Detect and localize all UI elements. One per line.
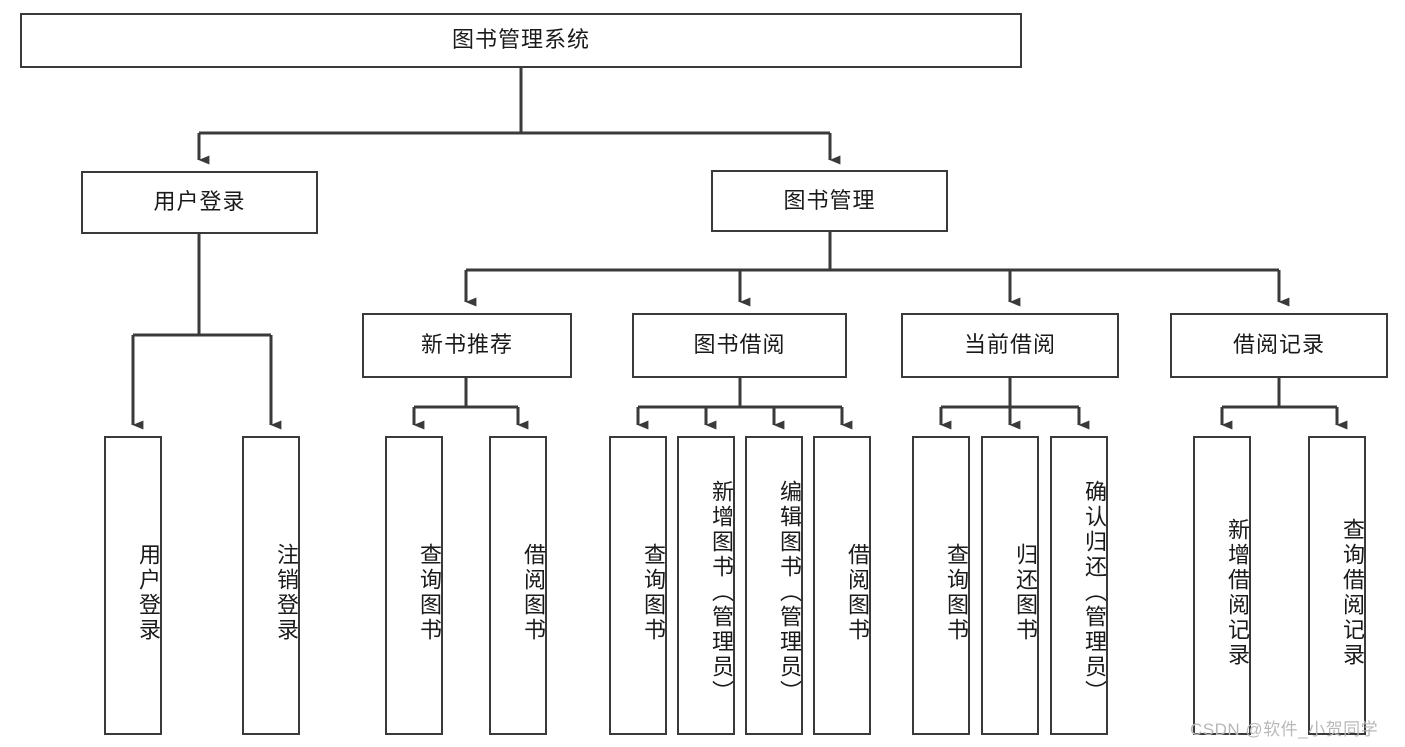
node-leaf-confirm-return-label: 确认归还（管理员）	[1082, 480, 1107, 705]
node-root-label: 图书管理系统	[451, 27, 590, 53]
node-leaf-borrow-book-1-label: 借阅图书	[521, 542, 546, 643]
node-current-borrow[interactable]: 当前借阅	[901, 313, 1119, 378]
node-leaf-user-login-label: 用户登录	[136, 542, 161, 643]
node-book-management-label: 图书管理	[783, 187, 876, 213]
node-leaf-return-book[interactable]: 归还图书	[981, 436, 1039, 735]
node-leaf-edit-book[interactable]: 编辑图书（管理员）	[745, 436, 803, 735]
node-user-login[interactable]: 用户登录	[81, 171, 318, 234]
node-leaf-query-book-1[interactable]: 查询图书	[385, 436, 443, 735]
node-leaf-query-book-1-label: 查询图书	[417, 542, 442, 643]
node-leaf-user-logout-label: 注销登录	[274, 542, 299, 643]
node-leaf-query-record[interactable]: 查询借阅记录	[1308, 436, 1366, 735]
node-leaf-query-book-3[interactable]: 查询图书	[912, 436, 970, 735]
node-current-borrow-label: 当前借阅	[963, 332, 1056, 358]
node-leaf-add-record-label: 新增借阅记录	[1225, 517, 1250, 668]
node-new-book-recommend-label: 新书推荐	[420, 332, 513, 358]
node-root[interactable]: 图书管理系统	[20, 13, 1022, 68]
node-leaf-add-record[interactable]: 新增借阅记录	[1193, 436, 1251, 735]
node-leaf-query-book-3-label: 查询图书	[944, 542, 969, 643]
node-leaf-borrow-book-2[interactable]: 借阅图书	[813, 436, 871, 735]
node-book-management[interactable]: 图书管理	[711, 170, 948, 232]
node-leaf-query-record-label: 查询借阅记录	[1340, 517, 1365, 668]
node-leaf-query-book-2[interactable]: 查询图书	[609, 436, 667, 735]
node-new-book-recommend[interactable]: 新书推荐	[362, 313, 572, 378]
node-leaf-return-book-label: 归还图书	[1013, 542, 1038, 643]
node-user-login-label: 用户登录	[153, 189, 246, 215]
node-leaf-query-book-2-label: 查询图书	[641, 542, 666, 643]
node-book-borrow-label: 图书借阅	[693, 332, 786, 358]
node-leaf-borrow-book-1[interactable]: 借阅图书	[489, 436, 547, 735]
node-leaf-user-logout[interactable]: 注销登录	[242, 436, 300, 735]
node-leaf-edit-book-label: 编辑图书（管理员）	[777, 480, 802, 705]
node-leaf-add-book[interactable]: 新增图书（管理员）	[677, 436, 735, 735]
node-leaf-borrow-book-2-label: 借阅图书	[845, 542, 870, 643]
node-leaf-user-login[interactable]: 用户登录	[104, 436, 162, 735]
node-borrow-record[interactable]: 借阅记录	[1170, 313, 1388, 378]
node-leaf-confirm-return[interactable]: 确认归还（管理员）	[1050, 436, 1108, 735]
node-book-borrow[interactable]: 图书借阅	[632, 313, 847, 378]
watermark: CSDN @软件_小贺同学	[1190, 720, 1379, 739]
node-leaf-add-book-label: 新增图书（管理员）	[709, 480, 734, 705]
node-borrow-record-label: 借阅记录	[1232, 332, 1325, 358]
